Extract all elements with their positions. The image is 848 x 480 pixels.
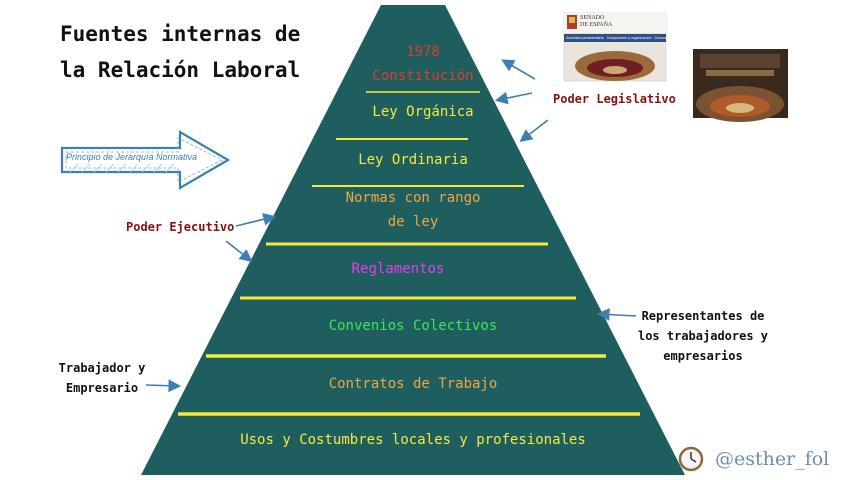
- level-reglamentos: Reglamentos: [351, 261, 445, 277]
- level-normas-rango-ley: Normas con rango de ley: [345, 190, 481, 230]
- arrow-legislativo-organica: [494, 91, 533, 105]
- congress-photo: [693, 49, 788, 122]
- level-ley-ordinaria: Ley Ordinaria: [358, 152, 468, 168]
- connector-arrows: [145, 59, 637, 393]
- senado-screenshot: [563, 12, 667, 82]
- arrow-trabajador-contratos: [145, 379, 182, 393]
- principle-arrow-label: Principio de Jerarquía Normativa: [66, 152, 198, 162]
- arrow-ejecutivo-reglamentos: [225, 240, 253, 262]
- label-poder-legislativo: Poder Legislativo: [553, 92, 676, 106]
- arrow-legislativo-ordinaria: [519, 119, 549, 142]
- senado-logo-line1: SENADO: [580, 15, 605, 21]
- arrow-ejecutivo-normas: [235, 213, 277, 227]
- senado-tab-1: Actividad parlamentaria: [566, 36, 604, 40]
- pyramid-dividers: [178, 91, 640, 416]
- page-title: Fuentes internas de la Relación Laboral: [60, 22, 301, 82]
- senado-logo-line2: DE ESPAÑA: [580, 22, 613, 28]
- arrow-legislativo-constitucion: [501, 59, 536, 80]
- senado-tab-3: Conocer el Sena: [654, 36, 666, 40]
- label-representantes: Representantes de los trabajadores y emp…: [637, 309, 769, 363]
- senado-tabs: Actividad parlamentaria Composición y or…: [566, 34, 666, 42]
- label-trabajador-empresario: Trabajador y Empresario: [58, 361, 146, 395]
- level-constitucion: 1978 Constitución: [372, 44, 474, 84]
- senado-tab-2: Composición y organización: [606, 36, 652, 40]
- level-ley-organica: Ley Orgánica: [372, 104, 474, 120]
- senado-logo-text: SENADO DE ESPAÑA: [580, 15, 612, 29]
- author-watermark: @esther_fol: [715, 448, 830, 470]
- arrow-representantes-convenios: [596, 308, 637, 321]
- clock-icon-shape: [678, 446, 704, 472]
- level-contratos-trabajo: Contratos de Trabajo: [328, 376, 498, 392]
- level-usos-costumbres: Usos y Costumbres locales y profesionale…: [240, 432, 586, 448]
- level-convenios-colectivos: Convenios Colectivos: [328, 318, 498, 334]
- principle-arrow-shape: [60, 130, 231, 190]
- label-poder-ejecutivo: Poder Ejecutivo: [126, 220, 235, 234]
